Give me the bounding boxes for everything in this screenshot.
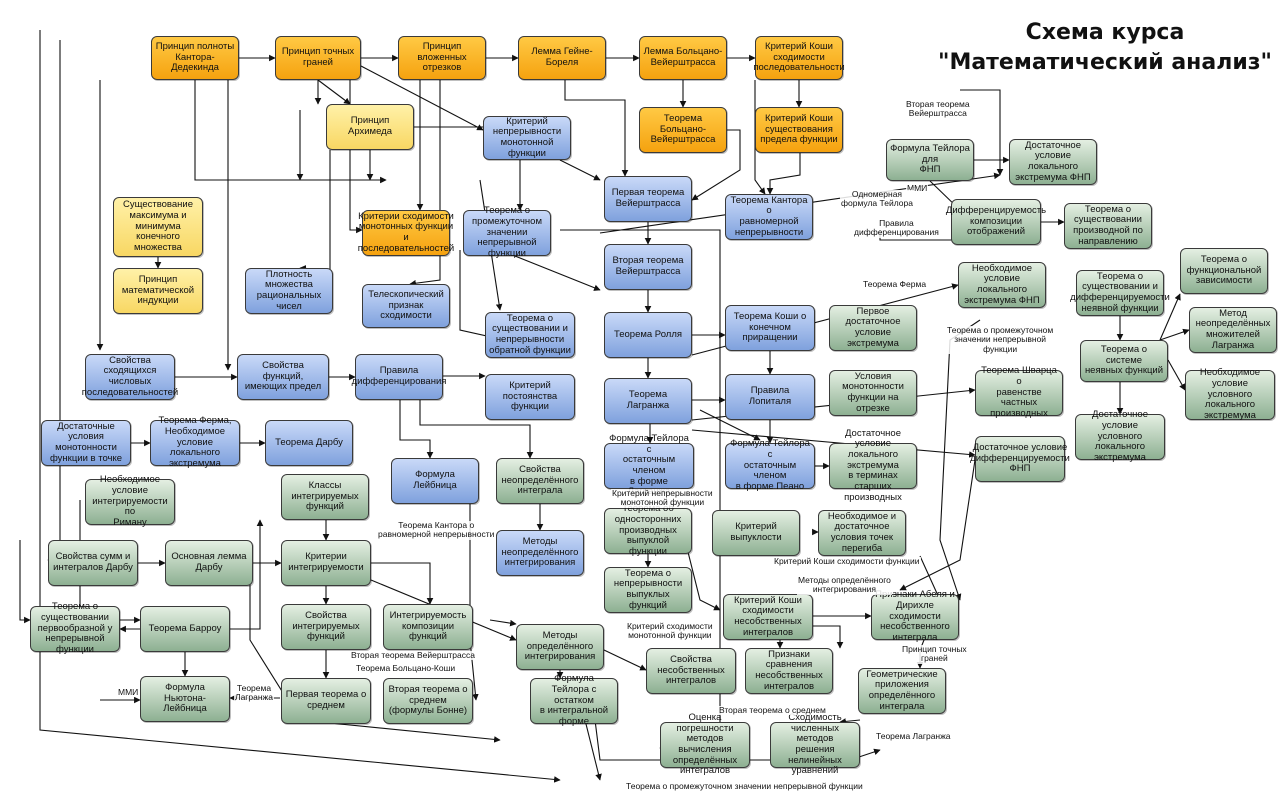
node-cantor-dedekind: Принцип полноты Кантора-Дедекинда <box>151 36 239 80</box>
node-schwarz: Теорема Шварца о равенстве частных произ… <box>975 366 1063 419</box>
node-ivt: Теорема о промежуточном значении непреры… <box>463 206 551 259</box>
node-implicit-function: Теорема о существовании и дифференцируем… <box>1070 270 1170 316</box>
node-error-estimate: Оценка погрешности методов вычисления оп… <box>660 712 750 776</box>
node-composition-integrability: Интегрируемость композиции функций <box>383 604 473 650</box>
node-cauchy-improper: Критерий Коши сходимости несобственных и… <box>723 594 813 640</box>
label-definite-methods: Методы определённого интегрирования <box>797 575 892 595</box>
node-exact-bounds: Принцип точных граней <box>275 36 361 80</box>
node-inverse-function: Теорема о существовании и непрерывности … <box>485 312 575 358</box>
node-darboux-sums: Свойства сумм и интегралов Дарбу <box>48 540 138 586</box>
node-indefinite-integral-properties: Свойства неопределённого интеграла <box>496 458 584 504</box>
node-rolle: Теорема Ролля <box>604 312 692 358</box>
node-first-mean-value: Первая теорема о среднем <box>281 678 371 724</box>
label-mmi-top: ММИ <box>906 183 929 194</box>
node-cauchy-mvt: Теорема Коши о конечном приращении <box>725 305 815 351</box>
node-rational-density: Плотность множества рациональных чисел <box>245 268 333 314</box>
node-integrable-properties: Свойства интегрируемых функций <box>281 604 371 650</box>
node-fermat: Теорема Ферма, Необходимое условие локал… <box>150 416 240 469</box>
node-nested-segments: Принцип вложенных отрезков <box>398 36 486 80</box>
node-functional-dependence: Теорема о функциональной зависимости <box>1180 248 1268 294</box>
label-second-mean: Вторая теорема о среднем <box>718 705 827 716</box>
label-cantor: Теорема Кантора о равномерной непрерывно… <box>377 520 496 540</box>
node-taylor-fnp: Формула Тейлора для ФНП <box>886 139 974 181</box>
node-integrable-classes: Классы интегрируемых функций <box>281 474 369 520</box>
label-fermat: Теорема Ферма <box>862 279 928 290</box>
label-diff-rules: Правила дифференцирования <box>853 218 940 238</box>
node-cantor-uniform: Теорема Кантора о равномерной непрерывно… <box>725 194 813 240</box>
node-diff-rules: Правила дифференцирования <box>352 354 446 400</box>
node-limit-function-properties: Свойства функций, имеющих предел <box>237 354 329 400</box>
node-telescopic: Телескопический признак сходимости <box>362 284 450 328</box>
node-convexity-criterion: Критерий выпуклости <box>712 510 800 556</box>
node-cauchy-function-limit: Критерий Коши существования предела функ… <box>755 107 843 153</box>
node-convex-continuity: Теорема о непрерывности выпуклых функций <box>604 567 692 613</box>
node-monotone-convergence: Критерии сходимости монотонных функции и… <box>358 210 454 256</box>
node-lagrange: Теорема Лагранжа <box>604 378 692 424</box>
node-fnp-differentiability: Достаточное условие дифференцируемости Ф… <box>970 436 1070 482</box>
node-monotonicity-conditions: Условия монотонности функции на отрезке <box>829 370 917 416</box>
node-antiderivative-existence: Теорема о существовании первообразной у … <box>30 602 120 655</box>
node-necessary-extremum-fnp: Необходимое условие локального экстремум… <box>958 262 1046 308</box>
node-induction: Принцип математической индукции <box>113 268 203 314</box>
node-newton-leibniz: Формула Ньютона-Лейбница <box>140 676 230 722</box>
label-lagrange-bottom: Теорема Лагранжа <box>875 731 952 742</box>
node-lhopital: Правила Лопиталя <box>725 374 815 420</box>
node-lagrange-multipliers: Метод неопределённых множителей Лагранжа <box>1189 307 1277 353</box>
node-higher-derivatives-extremum: Достаточное условие локального экстремум… <box>829 428 917 502</box>
diagram-title: Схема курса "Математический анализ" <box>937 20 1273 75</box>
node-weierstrass-second: Вторая теорема Вейерштрасса <box>604 244 692 290</box>
node-abel-dirichlet: Признаки Абеля и Дирихле сходимости несо… <box>871 590 959 643</box>
label-exact-bounds: Принцип точных граней <box>901 644 968 664</box>
node-indefinite-methods: Методы неопределённого интегрирования <box>496 530 584 576</box>
node-second-mean-value: Вторая теорема о среднем (формулы Бонне) <box>383 678 473 724</box>
node-darboux-theorem: Теорема Дарбу <box>265 420 353 466</box>
node-taylor-integral: Формула Тейлора с остатком в интегрально… <box>530 674 618 727</box>
label-ivt-bottom: Теорема о промежуточном значении непреры… <box>625 781 864 792</box>
node-weierstrass-first: Первая теорема Вейерштрасса <box>604 176 692 222</box>
node-sequence-properties: Свойства сходящихся числовых последовате… <box>82 354 178 400</box>
node-barrow: Теорема Барроу <box>140 606 230 652</box>
node-inflection: Необходимое и достаточное условия точек … <box>818 510 906 556</box>
node-integrability-criteria: Критерии интегрируемости <box>281 540 371 586</box>
label-lagrange-left: Теорема Лагранжа <box>234 683 274 703</box>
node-definite-methods: Методы определённого интегрирования <box>516 624 604 670</box>
label-taylor-1d: Одномерная формула Тейлора <box>840 189 914 209</box>
node-sufficient-extremum-fnp: Достаточное условие локального экстремум… <box>1009 139 1097 185</box>
node-taylor-lagrange: Формула Тейлора с остаточным членом в фо… <box>604 433 694 497</box>
node-numerical-convergence: Сходимость численных методов решения нел… <box>770 712 860 776</box>
node-composition-diff: Дифференцируемость композиции отображени… <box>946 199 1046 245</box>
node-darboux-lemma: Основная лемма Дарбу <box>165 540 253 586</box>
node-archimedes: Принцип Архимеда <box>326 104 414 150</box>
node-improper-properties: Свойства несобственных интегралов <box>646 648 736 694</box>
node-necessary-conditional-extremum: Необходимое условие условного локального… <box>1185 368 1275 421</box>
label-mmi-bottom: ММИ <box>117 687 140 698</box>
node-implicit-system: Теорема о системе неявных функций <box>1080 340 1168 382</box>
label-cauchy-function: Критерий Коши сходимости функции <box>773 556 921 567</box>
node-bolzano-theorem: Теорема Больцано- Вейерштрасса <box>639 107 727 153</box>
node-geometric-applications: Геометрические приложения определённого … <box>858 668 946 714</box>
node-monotonicity-at-point: Достаточные условия монотонности функции… <box>41 420 131 466</box>
label-ivt: Теорема о промежуточном значении непреры… <box>946 325 1055 355</box>
label-weierstrass-second-bottom: Вторая теорема Вейерштрасса <box>350 650 476 661</box>
node-constancy-criterion: Критерий постоянства функции <box>485 374 575 420</box>
node-max-min-existence: Существование максимума и минимума конеч… <box>113 197 203 257</box>
label-monotone-convergence: Критерий сходимости монотонной функции <box>626 621 714 641</box>
node-sufficient-conditional-extremum: Достаточное условие условного локального… <box>1075 410 1165 463</box>
node-first-sufficient-extremum: Первое достаточное условие экстремума <box>829 305 917 351</box>
node-directional-derivative: Теорема о существовании производной по н… <box>1064 203 1152 249</box>
node-onesided-derivatives: Теорема об односторонних производных вып… <box>604 504 692 557</box>
node-cauchy-sequence: Критерий Коши сходимости последовательно… <box>753 36 845 80</box>
node-bolzano-lemma: Лемма Больцано- Вейерштрасса <box>639 36 727 80</box>
node-improper-comparison: Признаки сравнения несобственных интегра… <box>745 648 833 694</box>
node-taylor-peano: Формула Тейлора с остаточным членом в фо… <box>725 439 815 492</box>
label-weierstrass-second: Вторая теорема Вейерштрасса <box>905 99 971 119</box>
node-leibniz: Формула Лейбница <box>391 458 479 504</box>
label-bolzano-cauchy: Теорема Больцано-Коши <box>355 663 457 674</box>
node-monotone-continuity: Критерий непрерывности монотонной функци… <box>483 116 571 160</box>
label-monotone-continuity: Критерий непрерывности монотонной функци… <box>611 488 714 508</box>
node-riemann-necessary: Необходимое условие интегрируемости по Р… <box>85 475 175 528</box>
node-heine-borel: Лемма Гейне- Бореля <box>518 36 606 80</box>
